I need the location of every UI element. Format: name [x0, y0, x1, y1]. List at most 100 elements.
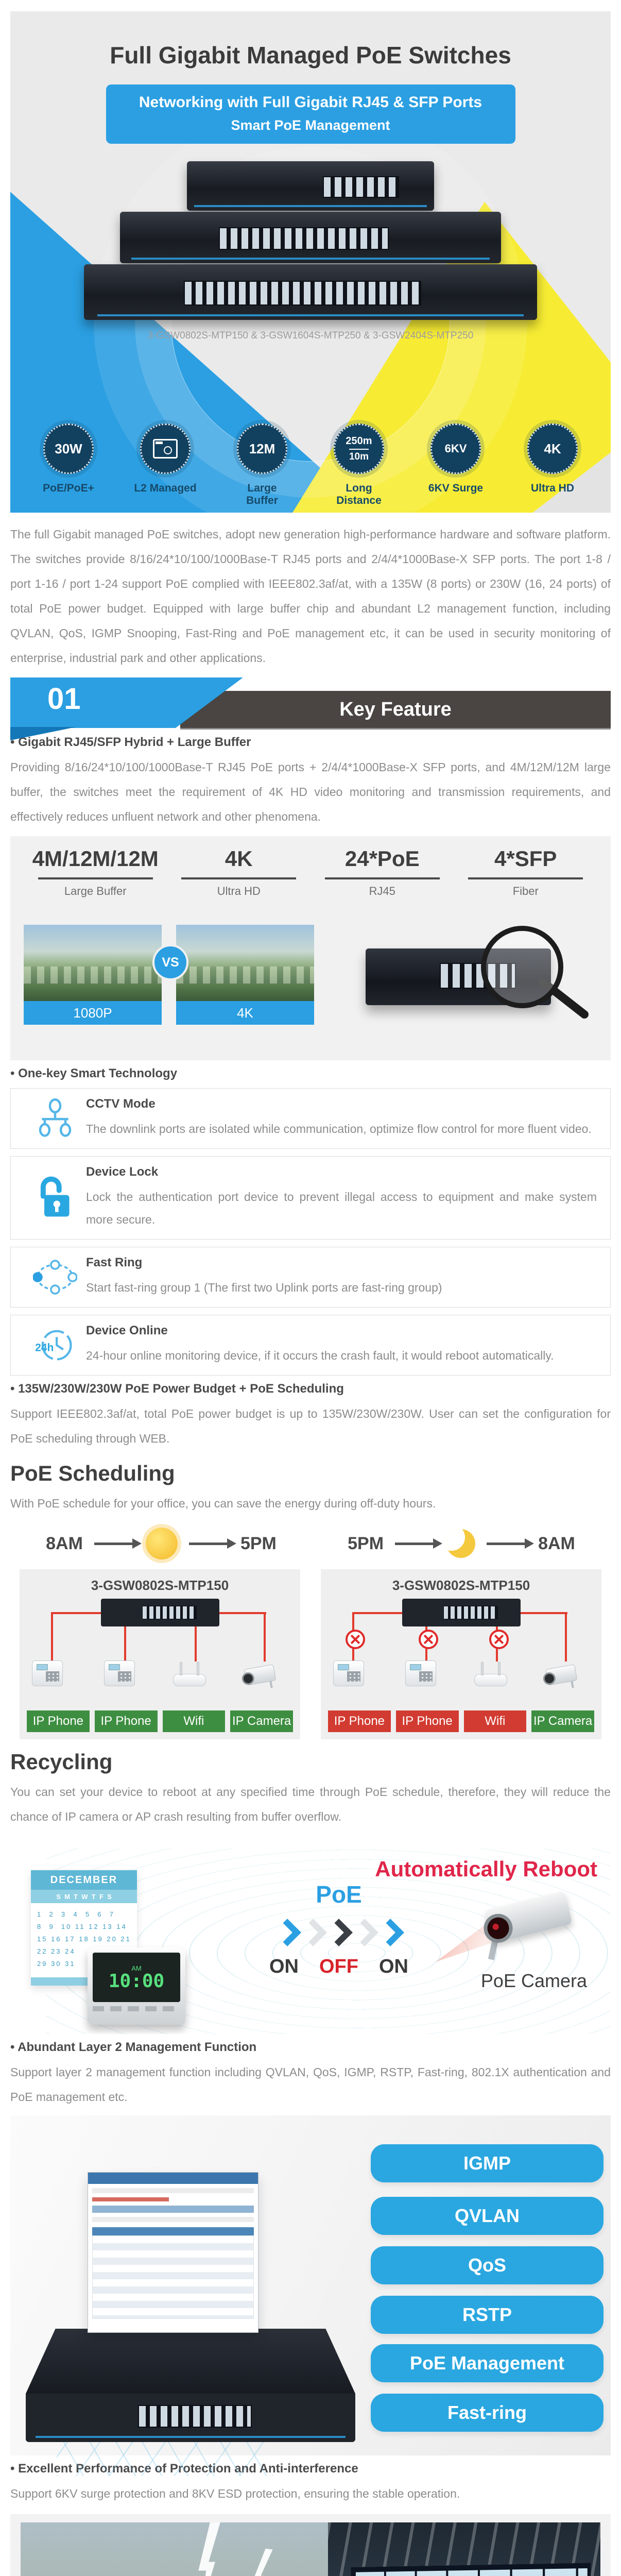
poe-scheduling-title: PoE Scheduling — [10, 1461, 175, 1485]
badge-l2: L2 Managed — [133, 423, 197, 507]
l2-button-igmp: IGMP — [371, 2144, 603, 2182]
wiring-diagram — [328, 1612, 594, 1692]
webui-table-header — [92, 2227, 254, 2235]
day-start-time: 8AM — [46, 1533, 83, 1553]
protection-photo-frame — [10, 2514, 611, 2576]
status-chip: IP Phone — [328, 1710, 391, 1732]
feature-box-lock: Device Lock Lock the authentication port… — [10, 1156, 611, 1240]
device-status-labels: IP Phone IP Phone Wifi IP Camera — [27, 1710, 293, 1732]
webui-row — [92, 2188, 254, 2193]
underline — [38, 877, 153, 879]
accent-stripe — [194, 205, 427, 207]
feature-box-text: 24-hour online monitoring device, if it … — [86, 1349, 554, 1362]
schedule-panels: 3-GSW0802S-MTP150 IP Phone IP Phone Wifi… — [20, 1569, 601, 1739]
status-chip: IP Phone — [94, 1710, 158, 1732]
ring-topology-icon — [24, 1259, 86, 1295]
l2-button-rstp: RSTP — [371, 2296, 603, 2334]
moon-icon — [446, 1529, 476, 1558]
calendar-month: DECEMBER — [31, 1870, 137, 1890]
badge-value: 6KV — [444, 442, 467, 455]
compare-media: 1080P VS 4K — [24, 925, 597, 1048]
arrow-icon — [395, 1538, 443, 1549]
night-end-time: 8AM — [538, 1533, 575, 1553]
status-chip: IP Phone — [395, 1710, 459, 1732]
accent-stripe — [97, 314, 524, 316]
switch-16port-image — [120, 212, 501, 263]
feature-box-online: 24h Device Online 24-hour online monitor… — [10, 1315, 611, 1376]
compare-col-poe: 24*PoE RJ45 — [310, 846, 454, 898]
feature-box-fastring: Fast Ring Start fast-ring group 1 (The f… — [10, 1247, 611, 1308]
webui-table-rows — [92, 2235, 254, 2319]
badge-label: L2 Managed — [134, 482, 197, 494]
caption-1080p: 1080P — [24, 1001, 162, 1025]
poe-camera-label: PoE Camera — [480, 1970, 587, 1991]
calendar-row: 15 16 17 18 19 20 21 — [37, 1935, 131, 1943]
poe-flow-chevrons — [251, 1919, 426, 1946]
cctv-topology-icon — [24, 1098, 86, 1139]
compare-big: 4K — [225, 846, 253, 871]
poe-wire — [124, 1612, 126, 1662]
status-chip: Wifi — [162, 1710, 226, 1732]
intro-paragraph: The full Gigabit managed PoE switches, a… — [10, 528, 611, 665]
switch-image — [402, 1599, 521, 1626]
state-off: OFF — [319, 1956, 358, 1977]
panel-model-name: 3-GSW0802S-MTP150 — [91, 1578, 229, 1593]
feature-box-cctv: CCTV Mode The downlink ports are isolate… — [10, 1088, 611, 1149]
feature-text-protection: Support 6KV surge protection and 8KV ESD… — [10, 2487, 460, 2500]
compare-big: 24*PoE — [344, 846, 420, 871]
feature-box-title: Fast Ring — [86, 1256, 143, 1269]
ultra-hd-icon: 4K — [527, 423, 578, 474]
industrial-park-photo — [21, 2522, 328, 2576]
hero-banner: Full Gigabit Managed PoE Switches Networ… — [10, 11, 611, 513]
feature-text-power: Support IEEE802.3af/at, total PoE power … — [10, 1407, 611, 1445]
poe-wire — [194, 1612, 197, 1662]
ip-phone-icon — [333, 1660, 367, 1689]
night-schedule: 5PM 8AM — [348, 1529, 575, 1558]
clock-buttons — [93, 2006, 180, 2011]
night-start-time: 5PM — [348, 1533, 384, 1553]
feature-box-body: CCTV Mode The downlink ports are isolate… — [86, 1097, 597, 1140]
feature-heading-protection: • Excellent Performance of Protection an… — [10, 2462, 358, 2476]
compare-col-buffer: 4M/12M/12M Large Buffer — [24, 846, 167, 898]
poe-label: PoE — [316, 1881, 362, 1908]
feature-box-text: The downlink ports are isolated while co… — [86, 1122, 592, 1136]
feature-box-body: Fast Ring Start fast-ring group 1 (The f… — [86, 1256, 597, 1299]
camera-body — [480, 1890, 573, 1946]
compare-big: 4M/12M/12M — [32, 846, 159, 871]
section-title-bar: Key Feature — [180, 691, 611, 730]
feature-box-title: Device Online — [86, 1324, 168, 1337]
badge-label: Large Buffer — [246, 482, 278, 506]
compare-col-sfp: 4*SFP Fiber — [454, 846, 598, 898]
wifi-router-icon — [173, 1660, 207, 1689]
switch-stack-image — [79, 161, 542, 322]
feature-box-title: Device Lock — [86, 1165, 159, 1179]
badge-label: Long Distance — [336, 482, 382, 506]
feature-heading-power: • 135W/230W/230W PoE Power Budget + PoE … — [10, 1382, 344, 1396]
switch-front-face — [26, 2394, 355, 2442]
arrow-icon — [188, 1538, 236, 1549]
vs-badge: VS — [152, 944, 188, 980]
wifi-router-icon — [474, 1660, 508, 1689]
poe-wire — [50, 1612, 53, 1662]
feature-box-body: Device Lock Lock the authentication port… — [86, 1165, 597, 1231]
ip-camera-icon — [244, 1660, 279, 1689]
state-on: ON — [269, 1956, 299, 1977]
ip-phone-icon — [32, 1660, 66, 1689]
l2-button-qvlan: QVLAN — [371, 2197, 603, 2235]
webui-warning-row — [92, 2197, 169, 2201]
ip-phone-icon — [405, 1660, 439, 1689]
model-names-caption: 3-GSW0802S-MTP150 & 3-GSW1604S-MTP250 & … — [147, 330, 474, 341]
surge-cloud-icon: 6KV — [430, 423, 481, 474]
badge-buffer: 12M Large Buffer — [230, 423, 294, 507]
poe-scheduling-text: With PoE schedule for your office, you c… — [10, 1497, 436, 1510]
feature-text-layer2: Support layer 2 management function incl… — [10, 2065, 611, 2104]
webui-tabs-bar — [88, 2173, 258, 2184]
day-schedule: 8AM 5PM — [46, 1528, 277, 1560]
schedule-timeline: 8AM 5PM 5PM 8AM — [10, 1522, 611, 1565]
window-glyph — [153, 439, 178, 459]
calendar-row: 1 2 3 4 5 6 7 — [37, 1910, 115, 1918]
switch-3d-image — [26, 2329, 355, 2442]
hero-subtitle-line2: Smart PoE Management — [231, 117, 390, 133]
badge-label: Ultra HD — [530, 482, 574, 494]
calendar-row: 22 23 24 — [37, 1947, 76, 1955]
